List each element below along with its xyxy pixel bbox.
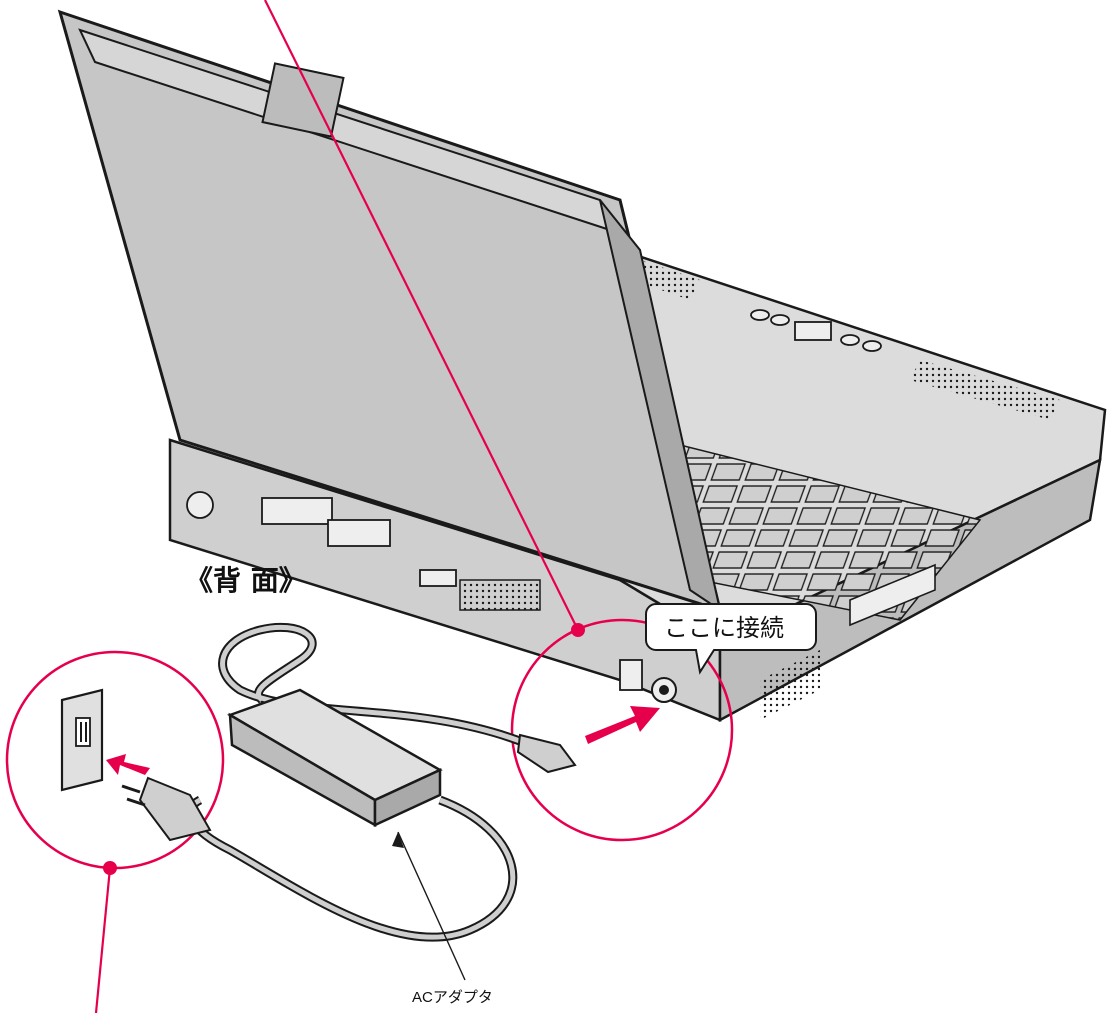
ac-adapter-brick xyxy=(227,688,443,828)
laptop-lid xyxy=(57,9,723,613)
laptop-base xyxy=(168,248,1107,723)
view-label: 《背 面》 xyxy=(185,564,307,597)
speaker-grille-right xyxy=(910,360,1060,420)
pointer-line-top xyxy=(264,0,579,631)
rear-ports xyxy=(186,491,677,703)
arrow-left-icon xyxy=(106,754,150,775)
ac-adapter-label: ACアダプタ xyxy=(412,989,493,1006)
ac-plug xyxy=(121,776,212,842)
status-indicators xyxy=(750,309,882,352)
wall-outlet-icon xyxy=(60,688,104,792)
zoom-circle-port xyxy=(510,618,734,842)
connect-here-callout: ここに接続 xyxy=(645,603,817,675)
pointer-line-bottom xyxy=(94,867,112,1013)
pointer-line-adapter xyxy=(397,831,466,981)
speaker-grille-left xyxy=(632,260,700,300)
callout-text: ここに接続 xyxy=(664,614,784,642)
dc-plug xyxy=(516,733,577,774)
side-slots xyxy=(760,563,936,720)
arrow-right-icon xyxy=(585,706,660,744)
